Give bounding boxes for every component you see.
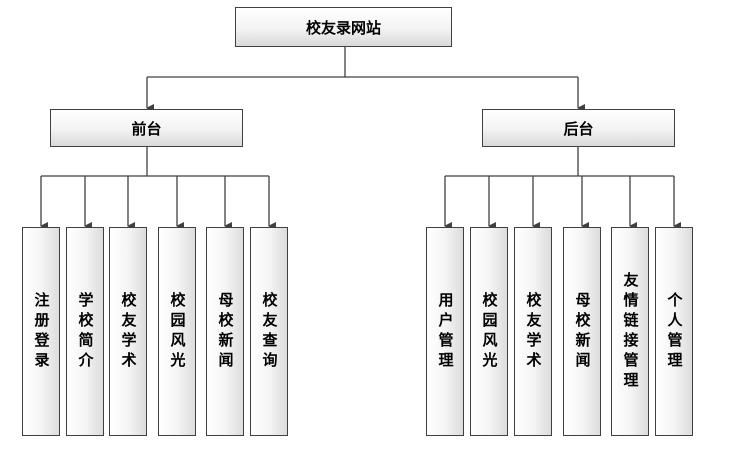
leaf-backend-3-label: 母校新闻: [573, 291, 592, 372]
leaf-frontend-0: 注册登录: [22, 227, 60, 436]
branch-node-frontend: 前台: [50, 109, 243, 147]
leaf-backend-5-label: 个人管理: [665, 291, 684, 372]
leaf-frontend-1: 学校简介: [66, 227, 104, 436]
leaf-frontend-4: 母校新闻: [206, 227, 244, 436]
leaf-frontend-5: 校友查询: [250, 227, 288, 436]
leaf-frontend-0-label: 注册登录: [32, 291, 51, 372]
leaf-backend-3: 母校新闻: [563, 227, 601, 436]
leaf-backend-4: 友情链接管理: [611, 227, 649, 436]
branch-label-frontend: 前台: [131, 119, 162, 138]
leaf-frontend-5-label: 校友查询: [260, 291, 279, 372]
leaf-frontend-3-label: 校园风光: [168, 291, 187, 372]
root-label: 校友录网站: [305, 18, 381, 37]
leaf-frontend-4-label: 母校新闻: [216, 291, 235, 372]
leaf-backend-4-label: 友情链接管理: [621, 271, 640, 392]
leaf-frontend-3: 校园风光: [158, 227, 196, 436]
leaf-backend-0-label: 用户管理: [436, 291, 455, 372]
leaf-backend-1-label: 校园风光: [480, 291, 499, 372]
branch-label-backend: 后台: [563, 119, 594, 138]
leaf-backend-2: 校友学术: [514, 227, 552, 436]
leaf-frontend-2: 校友学术: [109, 227, 147, 436]
leaf-frontend-1-label: 学校简介: [76, 291, 95, 372]
leaf-backend-2-label: 校友学术: [524, 291, 543, 372]
root-node: 校友录网站: [235, 7, 452, 47]
leaf-backend-5: 个人管理: [655, 227, 693, 436]
leaf-backend-0: 用户管理: [426, 227, 464, 436]
leaf-backend-1: 校园风光: [470, 227, 508, 436]
leaf-frontend-2-label: 校友学术: [119, 291, 138, 372]
branch-node-backend: 后台: [482, 109, 675, 147]
